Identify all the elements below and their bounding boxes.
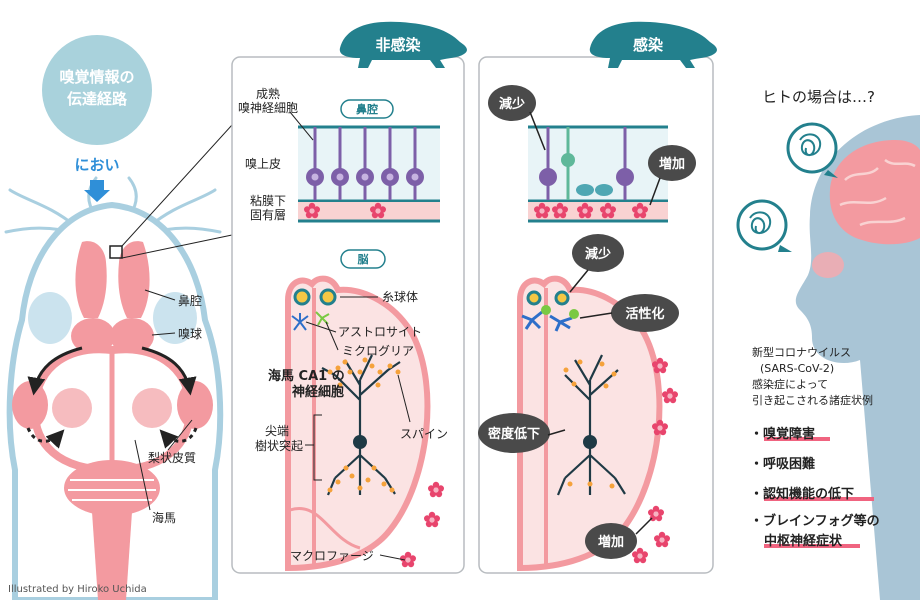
human-desc-4: 引き起こされる諸症状例	[752, 393, 873, 407]
astrocyte-label: アストロサイト	[338, 325, 422, 339]
olfactory-bulb-left	[71, 318, 115, 354]
brain-tag: 脳	[358, 253, 369, 266]
bubble-decrease-top	[488, 85, 536, 121]
glomerulus-label: 糸球体	[382, 290, 418, 304]
human-section: ヒトの場合は…? 新型コロナウイルス (SARS-CoV-2) 感染症によって …	[736, 88, 920, 600]
nasal-cavity-label: 鼻腔	[178, 293, 202, 308]
ca1-label-2: 神経細胞	[292, 384, 344, 400]
title-line1: 嗅覚情報の	[59, 68, 134, 86]
decrease-mid-label: 減少	[585, 246, 611, 262]
left-eye	[28, 292, 72, 344]
increase-bottom-label: 増加	[598, 534, 624, 550]
human-desc-2: (SARS-CoV-2)	[760, 362, 834, 375]
microglia-label: ミクログリア	[342, 344, 414, 358]
nasal-tag: 鼻腔	[356, 102, 378, 116]
mouse-brain-illustration	[4, 124, 233, 600]
brain-fog-bubble-2	[736, 199, 788, 251]
smell-arrow-icon	[84, 180, 110, 202]
increase-top-label: 増加	[659, 156, 685, 172]
infected-badge: 感染	[633, 36, 664, 54]
pathway-arrow-right	[141, 346, 197, 396]
zoom-marker	[109, 245, 123, 259]
damaged-neurons	[539, 127, 634, 200]
brain-fog-bubble-1	[786, 122, 838, 174]
nasal-cavity-right	[118, 241, 150, 318]
lamina-propria-layer	[298, 202, 440, 220]
apical-label-1: 尖端	[265, 424, 289, 438]
bubble-decrease-mid	[572, 234, 624, 272]
mature-neurons	[306, 127, 424, 200]
piriform-cortex-right	[177, 381, 213, 429]
spine-label: スパイン	[400, 427, 448, 441]
lamina-label-1: 粘膜下	[250, 193, 286, 208]
mouse-icon-noninfected	[339, 21, 467, 68]
astrocytes	[291, 313, 309, 331]
human-desc-3: 感染症によって	[752, 377, 828, 391]
pathway-arrow-left	[27, 346, 83, 396]
glomerulus	[293, 288, 311, 306]
title-line2: 伝達経路	[67, 90, 128, 108]
epithelium-label: 嗅上皮	[245, 157, 281, 171]
mature-neuron-label-2: 嗅神経細胞	[238, 101, 298, 115]
symptom-2: ・呼吸困難	[750, 456, 815, 472]
olfactory-bulb-right	[110, 318, 154, 354]
panel-infected: 感染 減少 増加	[478, 21, 717, 574]
human-heading: ヒトの場合は…?	[762, 88, 875, 106]
bubble-increase-bottom	[585, 523, 637, 559]
noninfected-badge: 非感染	[375, 36, 421, 54]
bubble-increase-top	[648, 145, 696, 181]
tangled-icon-1	[799, 133, 822, 156]
human-brain	[829, 140, 920, 245]
decrease-top-label: 減少	[499, 96, 525, 112]
activated-astrocytes	[521, 310, 573, 332]
bubble-density-low	[478, 413, 550, 453]
right-eye	[153, 292, 197, 344]
smell-label: におい	[74, 156, 119, 174]
ca1-neuron-infected	[556, 354, 626, 496]
bubble-activation	[611, 294, 679, 332]
ca1-neuron-normal	[321, 354, 401, 496]
illustration-credit: Illustrated by Hiroko Uchida	[8, 584, 147, 595]
brain-stem	[92, 512, 132, 600]
mouse-icon-infected	[589, 21, 717, 68]
macrophage-label: マクロファージ	[290, 549, 374, 563]
lamina-label-2: 固有層	[250, 208, 286, 222]
microglia	[315, 311, 330, 326]
hippocampus-left	[52, 388, 92, 428]
brain-section-normal	[285, 275, 431, 572]
hippocampus-right	[132, 388, 172, 428]
human-desc-1: 新型コロナウイルス	[752, 345, 851, 359]
activated-microglia	[541, 305, 579, 319]
activation-label: 活性化	[625, 306, 664, 322]
epithelium-layer	[298, 126, 440, 202]
apical-label-2: 樹状突起	[255, 438, 303, 453]
density-low-label: 密度低下	[487, 426, 540, 442]
ca1-label-1: 海馬 CA1 の	[268, 368, 345, 384]
panel-noninfected: 非感染 鼻腔 成熟 嗅神経細胞 嗅上皮	[231, 21, 467, 574]
cerebellum	[64, 460, 160, 516]
olfactory-bulb-label: 嗅球	[178, 327, 202, 341]
title-circle	[42, 35, 152, 145]
tangled-icon-2	[749, 211, 772, 234]
nasal-cavity-left	[75, 241, 107, 318]
symptom-1: ・嗅覚障害	[750, 426, 815, 442]
symptom-3: ・認知機能の低下	[750, 486, 854, 502]
mature-neuron-label-1: 成熟	[256, 86, 280, 101]
symptom-5: 中枢神経症状	[764, 533, 843, 549]
piriform-cortex-label: 梨状皮質	[148, 450, 196, 465]
piriform-cortex-left	[12, 381, 48, 429]
symptom-4: ・ブレインフォグ等の	[750, 513, 880, 529]
nose-highlight	[812, 252, 844, 278]
hippocampus-label: 海馬	[152, 510, 176, 525]
